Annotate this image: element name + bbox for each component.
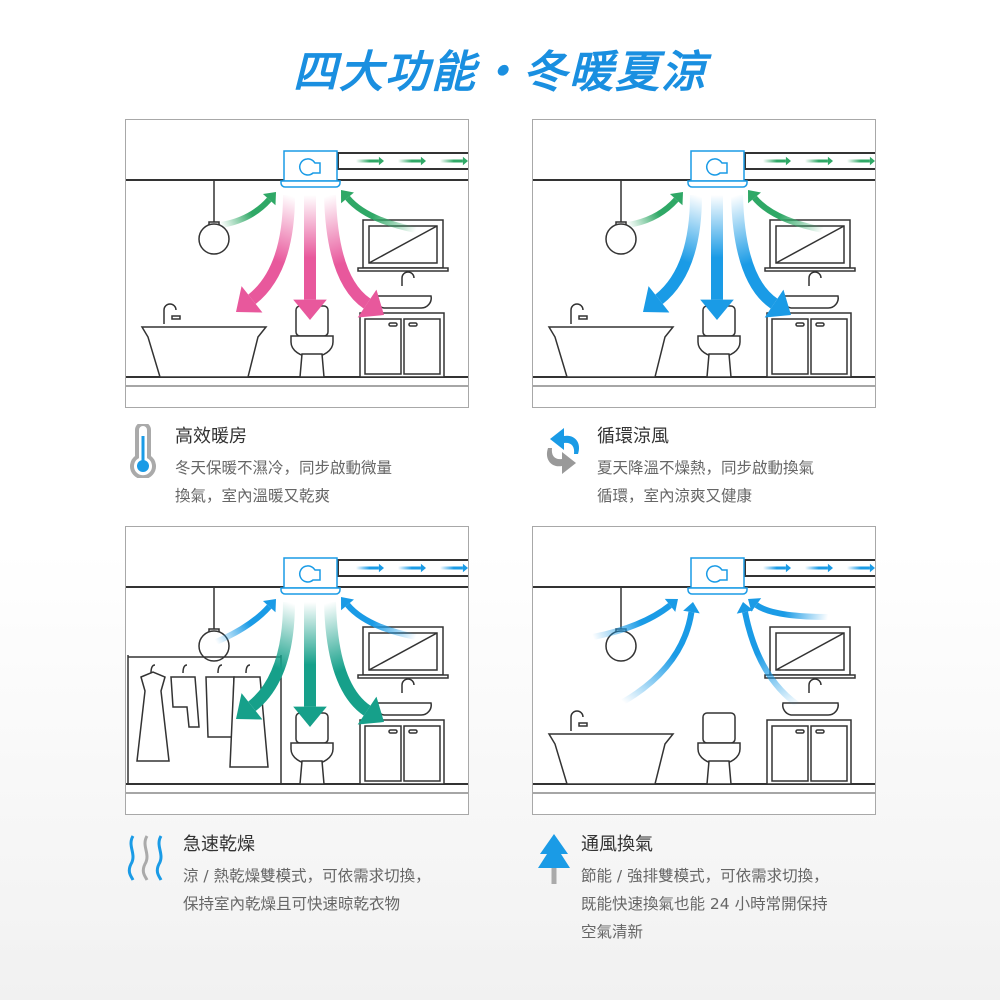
feature-heading: 通風換氣 — [581, 834, 653, 855]
feature-line: 保持室內乾燥且可快速晾乾衣物 — [183, 895, 401, 913]
airflow-arrow — [592, 598, 678, 640]
drying-illustration — [125, 526, 469, 815]
airflow-arrow — [440, 156, 468, 166]
airflow-arrow — [805, 156, 833, 166]
clothes-rack — [127, 655, 282, 784]
airflow-arrow — [324, 601, 384, 725]
feature-line: 夏天降溫不燥熱，同步啟動換氣 — [597, 459, 815, 477]
airflow-arrow — [341, 190, 417, 233]
feature-heading: 循環涼風 — [597, 426, 669, 447]
fan-unit-icon — [687, 150, 748, 188]
airflow-arrow — [293, 602, 327, 727]
feature-line: 涼 / 熱乾燥雙模式，可依需求切換， — [183, 867, 431, 885]
airflow-arrow — [398, 563, 426, 573]
thermometer-icon — [130, 424, 156, 478]
airflow-arrow — [748, 190, 824, 233]
airflow-arrow — [736, 602, 800, 708]
airflow-arrow — [324, 194, 384, 318]
cooling-illustration — [532, 119, 876, 408]
airflow-arrow — [763, 563, 791, 573]
feature-line: 換氣，室內溫暖又乾爽 — [175, 487, 331, 505]
fan-unit-icon — [280, 557, 341, 595]
page-title: 四大功能・冬暖夏涼 — [293, 47, 707, 98]
heat-waves-icon — [127, 835, 163, 881]
feature-ventilation: 通風換氣 節能 / 強排雙模式，可依需求切換， 既能快速換氣也能 24 小時常開保… — [537, 832, 882, 946]
feature-cooling: 循環涼風 夏天降溫不燥熱，同步啟動換氣循環，室內涼爽又健康 — [538, 424, 878, 510]
toilet — [290, 712, 334, 785]
bathtub — [547, 303, 675, 378]
vanity-cabinet — [766, 678, 852, 785]
feature-heading: 急速乾燥 — [183, 834, 255, 855]
feature-heading: 高效暖房 — [175, 426, 247, 447]
circulation-arrows-icon — [546, 428, 580, 474]
airflow-arrow — [763, 156, 791, 166]
airflow-arrow — [805, 563, 833, 573]
airflow-arrow — [627, 192, 683, 228]
airflow-arrow — [356, 563, 384, 573]
feature-drying: 急速乾燥 涼 / 熱乾燥雙模式，可依需求切換， 保持室內乾燥且可快速晾乾衣物 — [125, 832, 470, 918]
fan-unit-icon — [687, 557, 748, 595]
airflow-arrow — [341, 597, 417, 640]
airflow-arrow — [293, 195, 327, 320]
vanity-cabinet — [359, 678, 445, 785]
airflow-arrow — [220, 192, 276, 228]
fan-unit-icon — [280, 150, 341, 188]
airflow-arrow — [214, 599, 276, 645]
toilet — [290, 305, 334, 378]
feature-heating: 高效暖房 冬天保暖不濕冷，同步啟動微量換氣，室內溫暖又乾爽 — [128, 424, 458, 510]
mirror — [764, 626, 856, 679]
toilet — [697, 305, 741, 378]
airflow-arrow — [621, 602, 700, 705]
airflow-arrow — [236, 601, 295, 720]
airflow-arrow — [643, 194, 702, 313]
airflow-arrow — [398, 156, 426, 166]
airflow-arrow — [356, 156, 384, 166]
airflow-arrow — [236, 194, 295, 313]
vanity-cabinet — [766, 271, 852, 378]
toilet — [697, 712, 741, 785]
feature-line: 空氣清新 — [581, 923, 644, 941]
feature-line: 循環，室內涼爽又健康 — [597, 487, 753, 505]
bathtub — [140, 303, 268, 378]
feature-line: 節能 / 強排雙模式，可依需求切換， — [581, 867, 829, 885]
ventilation-illustration — [532, 526, 876, 815]
heating-illustration — [125, 119, 469, 408]
airflow-arrow — [748, 598, 829, 620]
pendant-lamp — [605, 180, 637, 255]
feature-line: 冬天保暖不濕冷，同步啟動微量 — [175, 459, 393, 477]
pendant-lamp — [198, 587, 230, 662]
mirror — [357, 219, 449, 272]
bathtub — [547, 710, 675, 785]
airflow-arrow — [847, 156, 875, 166]
up-arrow-icon — [538, 834, 570, 884]
airflow-arrow — [440, 563, 468, 573]
airflow-arrow — [847, 563, 875, 573]
feature-line: 既能快速換氣也能 24 小時常開保持 — [581, 895, 828, 913]
airflow-arrow — [731, 194, 791, 318]
pendant-lamp — [198, 180, 230, 255]
mirror — [764, 219, 856, 272]
vanity-cabinet — [359, 271, 445, 378]
airflow-arrow — [700, 195, 734, 320]
